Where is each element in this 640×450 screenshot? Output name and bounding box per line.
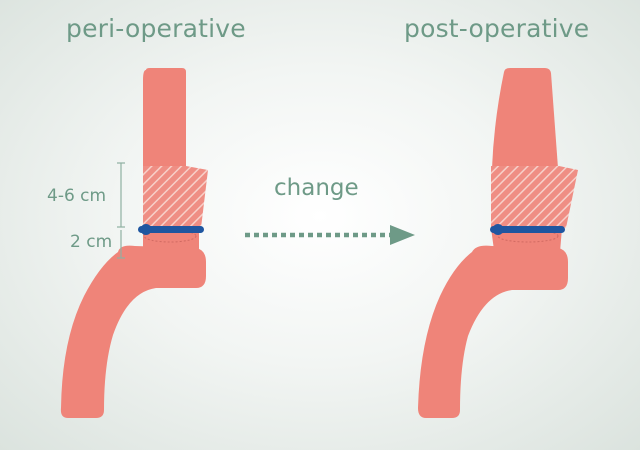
change-arrow <box>245 225 415 245</box>
peri-operative-stomach <box>60 68 208 418</box>
left-esophagus <box>143 68 186 168</box>
right-hatched-section <box>491 166 578 228</box>
right-pouch-dash <box>497 229 559 243</box>
right-gastric-band <box>490 226 565 233</box>
right-stomach-curve <box>418 245 568 418</box>
left-gastric-band <box>138 226 204 233</box>
peri-operative-title: peri-operative <box>66 14 246 43</box>
post-operative-stomach <box>418 68 578 418</box>
measurement-lower-label: 2 cm <box>70 232 113 252</box>
measurement-upper-label: 4-6 cm <box>47 186 107 206</box>
left-hatched-section <box>143 166 208 228</box>
post-operative-title: post-operative <box>404 14 590 43</box>
change-label: change <box>274 175 359 201</box>
left-band-buckle <box>140 224 152 235</box>
right-esophagus <box>492 68 558 168</box>
left-pouch-dash <box>143 229 197 243</box>
left-stomach-curve <box>60 245 207 418</box>
right-band-buckle <box>492 224 504 235</box>
